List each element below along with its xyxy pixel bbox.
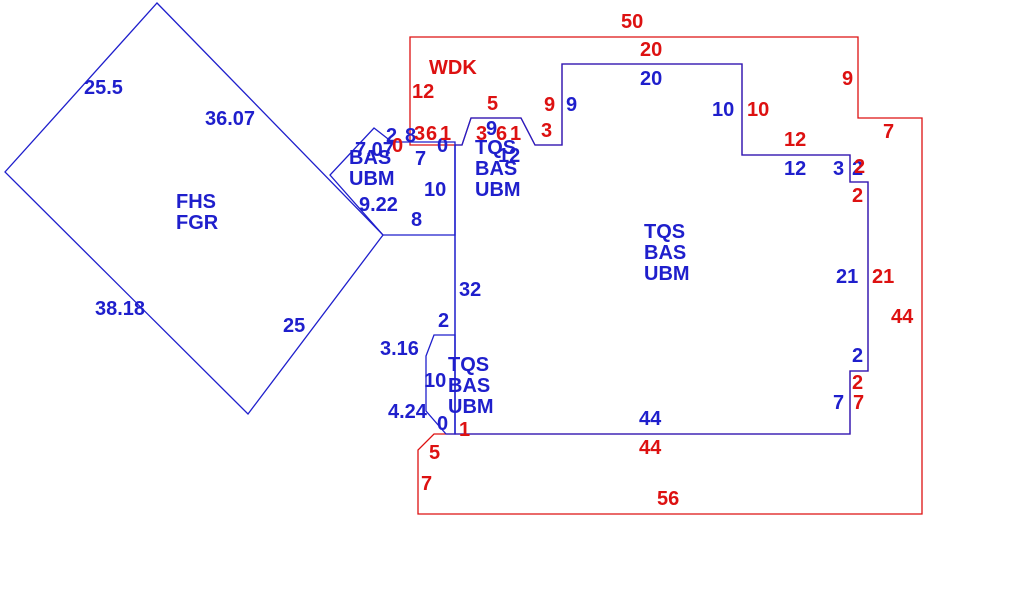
dim-notch-top: 3: [833, 158, 844, 180]
fhs-label-1: FHS: [176, 191, 216, 213]
dim-fhs-bottom-left: 38.18: [95, 298, 145, 320]
dim-oct-bot: 4.24: [388, 401, 428, 423]
dim-bay-e: 10: [424, 179, 446, 201]
dim-wdk-top: 50: [621, 11, 643, 33]
dim-bay-f: 9.22: [359, 194, 398, 216]
tqs-top-label-2: BAS: [475, 158, 517, 180]
dim-wdk-step-r: 12: [784, 129, 806, 151]
bas-small-label-1: BAS: [349, 147, 391, 169]
dim-wdk-right-top: 9: [842, 68, 853, 90]
tqs-main-label-2: BAS: [644, 242, 686, 264]
dim-wdk-left-one: 1: [459, 419, 470, 441]
dim-oct-top: 3.16: [380, 338, 419, 360]
dim-fhs-bottom-right: 25: [283, 315, 305, 337]
dim-wdk-left-b: 7: [421, 473, 432, 495]
wdk-label: WDK: [429, 57, 477, 79]
dim-wdk-notch3: 2: [852, 372, 863, 394]
dim-wdk-peak-r2: 3: [541, 120, 552, 142]
dim-fhs-top-left: 25.5: [84, 77, 123, 99]
dim-main-bottom: 44: [639, 408, 662, 430]
dim-step-right: 12: [784, 158, 806, 180]
dim-wdk-right-diag: 7: [883, 121, 894, 143]
dim-main-left: 32: [459, 279, 481, 301]
dim-wdk-cluster-f: 1: [510, 123, 521, 145]
bas-small-outline: [329, 127, 456, 236]
dim-notch-mid: 2: [852, 158, 863, 180]
dim-bay-b: 2: [386, 125, 397, 147]
tqs-low-label-1: TQS: [448, 354, 489, 376]
fhs-label-2: FGR: [176, 212, 219, 234]
tqs-low-label-2: BAS: [448, 375, 490, 397]
dim-oct-zero: 0: [437, 413, 448, 435]
dim-wdk-peak-r: 9: [544, 94, 555, 116]
dim-wdk-right: 21: [872, 266, 894, 288]
tqs-main-label-1: TQS: [644, 221, 685, 243]
dim-wdk-cluster-d: 6: [496, 123, 507, 145]
dim-bay-g: 8: [411, 209, 422, 231]
dim-oct-side: 10: [424, 370, 446, 392]
dim-wdk-bottom-inner: 44: [639, 437, 662, 459]
dim-wdk-cluster-a: 3: [414, 123, 425, 145]
dim-wdk-left-a: 5: [429, 442, 440, 464]
bas-small-label-2: UBM: [349, 168, 395, 190]
dim-top-small-blue2: 12: [498, 145, 520, 167]
dim-bay-zero: 0: [437, 135, 448, 157]
dim-main-bot-right: 7: [833, 392, 844, 414]
dim-fhs-top-right: 36.07: [205, 108, 255, 130]
dim-wdk-cluster-b: 3: [476, 123, 487, 145]
tqs-low-outline: [425, 334, 456, 435]
dim-main-top-right: 9: [566, 94, 577, 116]
dim-wdk-step: 10: [747, 99, 769, 121]
dim-main-top: 20: [640, 68, 662, 90]
dim-step-down: 10: [712, 99, 734, 121]
dim-wdk-bottom: 56: [657, 488, 679, 510]
dim-notch-low: 2: [852, 345, 863, 367]
tqs-main-outline: [454, 63, 869, 435]
dim-bay-d: 7: [415, 148, 426, 170]
dim-wdk-cluster-e: 1: [440, 123, 451, 145]
tqs-top-label-3: UBM: [475, 179, 521, 201]
dim-top-small-blue: 9: [486, 118, 497, 140]
dim-wdk-notch: 2: [854, 156, 865, 178]
dim-bay-c: 8: [405, 125, 416, 147]
tqs-main-label-3: UBM: [644, 263, 690, 285]
dim-low-step: 2: [438, 310, 449, 332]
dim-wdk-peak: 5: [487, 93, 498, 115]
dim-wdk-inner-top: 20: [640, 39, 662, 61]
tqs-top-label-1: TQS: [475, 137, 516, 159]
dim-main-right: 21: [836, 266, 858, 288]
dim-wdk-far-right: 44: [891, 306, 914, 328]
tqs-low-label-3: UBM: [448, 396, 494, 418]
dim-wdk-notch2: 2: [852, 185, 863, 207]
dim-bay-a: 7.07: [355, 139, 394, 161]
dim-wdk-zero: 0: [392, 135, 403, 157]
fhs-outline: [4, 2, 384, 415]
dim-wdk-left-top: 12: [412, 81, 434, 103]
dim-wdk-bot-right: 7: [853, 392, 864, 414]
dim-wdk-cluster-c: 6: [426, 123, 437, 145]
